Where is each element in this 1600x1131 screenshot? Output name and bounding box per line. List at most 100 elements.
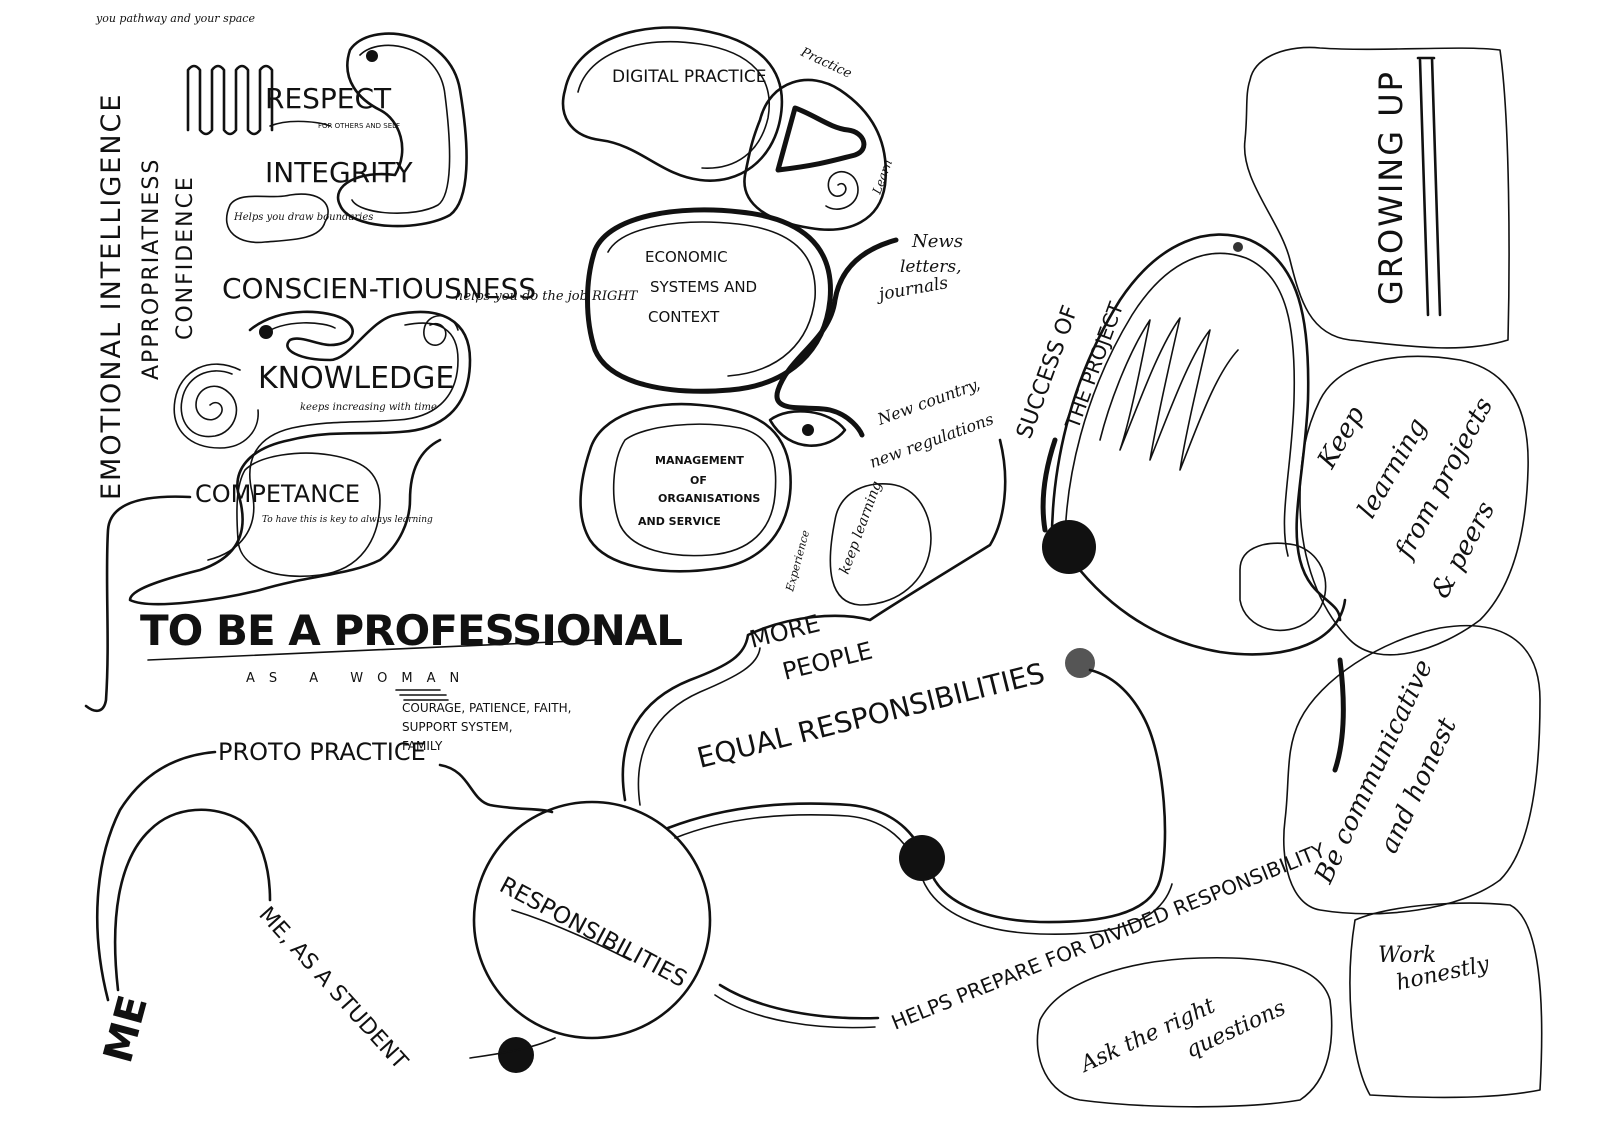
growing-up-title: GROWING UP — [1372, 70, 1410, 305]
equal-dot — [1065, 648, 1095, 678]
keep-learning-growing-blob — [1299, 355, 1529, 656]
growing-up-cluster: GROWING UP Keep learning from projects &… — [1036, 46, 1543, 1108]
support-line-3: FAMILY — [402, 739, 443, 753]
eye-shape — [768, 409, 847, 447]
knowledge-loop-left — [173, 363, 259, 449]
communicative-blob — [1282, 624, 1541, 915]
respect-underline — [269, 120, 331, 127]
top-note: you pathway and your space — [95, 12, 255, 25]
learn-note: Learn — [869, 158, 895, 197]
respect-note: FOR OTHERS AND SELF — [318, 122, 400, 130]
conscientiousness-note: helps you do the job RIGHT — [455, 289, 639, 304]
more-people-1: MORE — [747, 609, 823, 653]
support-line-1: COURAGE, PATIENCE, FAITH, — [402, 701, 571, 715]
news-note-3: journals — [873, 273, 949, 306]
success-loop-outer — [1050, 233, 1342, 622]
management-blob-inner — [612, 423, 777, 557]
conscientiousness-label: CONSCIEN-TIOUSNESS — [222, 272, 536, 305]
competance-outline — [236, 452, 381, 578]
practice-note: Practice — [797, 45, 854, 82]
economic-blob — [585, 207, 833, 394]
practice-learn-blob — [743, 78, 888, 231]
confidence-label: CONFIDENCE — [173, 175, 198, 340]
keep-learning-note: keep learning — [837, 479, 885, 576]
growing-up-bar — [1416, 56, 1442, 317]
top-small-dot — [1233, 242, 1243, 252]
equal-responsibilities-label: EQUAL RESPONSIBILITIES — [694, 656, 1048, 774]
title-group: TO BE A PROFESSIONAL AS A WOMAN COURAGE,… — [140, 606, 683, 753]
integrity-note-cloud — [225, 193, 329, 244]
proto-practice-label: PROTO PRACTICE — [218, 738, 426, 766]
management-label-2: OF — [690, 474, 707, 487]
news-note-1: News — [911, 231, 963, 252]
me-arc-inner — [113, 808, 272, 992]
title-underline — [147, 639, 599, 661]
news-note-2: letters, — [900, 257, 961, 277]
responsibilities-label: RESPONSIBILITIES — [495, 872, 691, 993]
proto-connector — [438, 763, 554, 814]
me-arc — [95, 750, 217, 1002]
economic-label-2: SYSTEMS AND — [650, 278, 757, 296]
competance-note: To have this is key to always learning — [262, 515, 433, 525]
success-lower — [1064, 550, 1347, 656]
student-connector — [469, 1037, 556, 1059]
success-zigzag — [1099, 317, 1239, 471]
helps-connector — [718, 983, 880, 1020]
subtitle: AS A WOMAN — [246, 671, 473, 686]
outer-path — [621, 438, 1007, 802]
success-circle — [1239, 542, 1327, 632]
work-1: Work — [1378, 943, 1436, 968]
management-label-4: AND SERVICE — [638, 515, 721, 528]
outer-path-inner — [637, 647, 761, 806]
practice-cluster: DIGITAL PRACTICE Practice Learn ECONOMIC… — [561, 26, 996, 606]
keep-learning-blob — [829, 483, 932, 606]
respect-label: RESPECT — [265, 82, 392, 115]
appropriateness-label: APPROPRIATNESS — [139, 158, 164, 380]
me-label: ME — [95, 991, 157, 1068]
knowledge-label: KNOWLEDGE — [258, 361, 454, 396]
respect-dot — [366, 50, 378, 62]
knowledge-spiral — [180, 370, 238, 438]
more-people-2: PEOPLE — [780, 637, 876, 686]
digital-practice-blob-inner — [577, 40, 770, 169]
integrity-label: INTEGRITY — [265, 156, 414, 189]
responsibilities-underline — [511, 909, 631, 961]
helps-connector-2 — [714, 994, 876, 1029]
eye-pupil — [802, 424, 814, 436]
student-dot — [498, 1037, 534, 1073]
responsibilities-circle — [472, 800, 712, 1040]
management-label-1: MANAGEMENT — [655, 454, 744, 467]
success-dot — [1042, 520, 1096, 574]
economic-wave — [774, 237, 899, 438]
work-honestly-blob — [1349, 902, 1543, 1099]
competance-label: COMPETANCE — [195, 480, 360, 508]
me-student-label: ME, AS A STUDENT — [254, 902, 413, 1075]
support-line-2: SUPPORT SYSTEM, — [402, 720, 513, 734]
management-blob — [579, 402, 792, 573]
subtitle-lines — [395, 689, 449, 701]
ask-blob — [1036, 956, 1333, 1108]
qualities-cluster: you pathway and your space EMOTIONAL INT… — [84, 12, 639, 713]
knowledge-note: keeps increasing with time — [300, 402, 437, 413]
left-bracket — [84, 495, 192, 713]
main-title: TO BE A PROFESSIONAL — [140, 606, 682, 655]
economic-label-1: ECONOMIC — [645, 248, 728, 266]
integrity-note: Helps you draw boundaries — [233, 212, 373, 223]
experience-note: Experience — [783, 528, 812, 593]
emotional-intelligence-label: EMOTIONAL INTELLIGENCE — [96, 93, 127, 500]
digital-practice-label: DIGITAL PRACTICE — [612, 67, 766, 87]
mid-dot — [899, 835, 945, 881]
practice-learn-triangle — [775, 105, 867, 173]
respect-integrity-outline — [336, 32, 468, 228]
lower-path — [666, 668, 1167, 924]
economic-blob-inner — [607, 221, 816, 377]
success-loop-inner — [1064, 252, 1296, 557]
success-left-stroke — [1040, 437, 1058, 533]
respect-zigzag — [186, 64, 274, 136]
digital-practice-blob — [561, 26, 784, 182]
keep-learning-1: Keep — [1312, 401, 1372, 474]
growing-up-blob — [1243, 46, 1510, 349]
knowledge-outline — [128, 310, 472, 606]
knowledge-spiral-right — [423, 315, 459, 346]
